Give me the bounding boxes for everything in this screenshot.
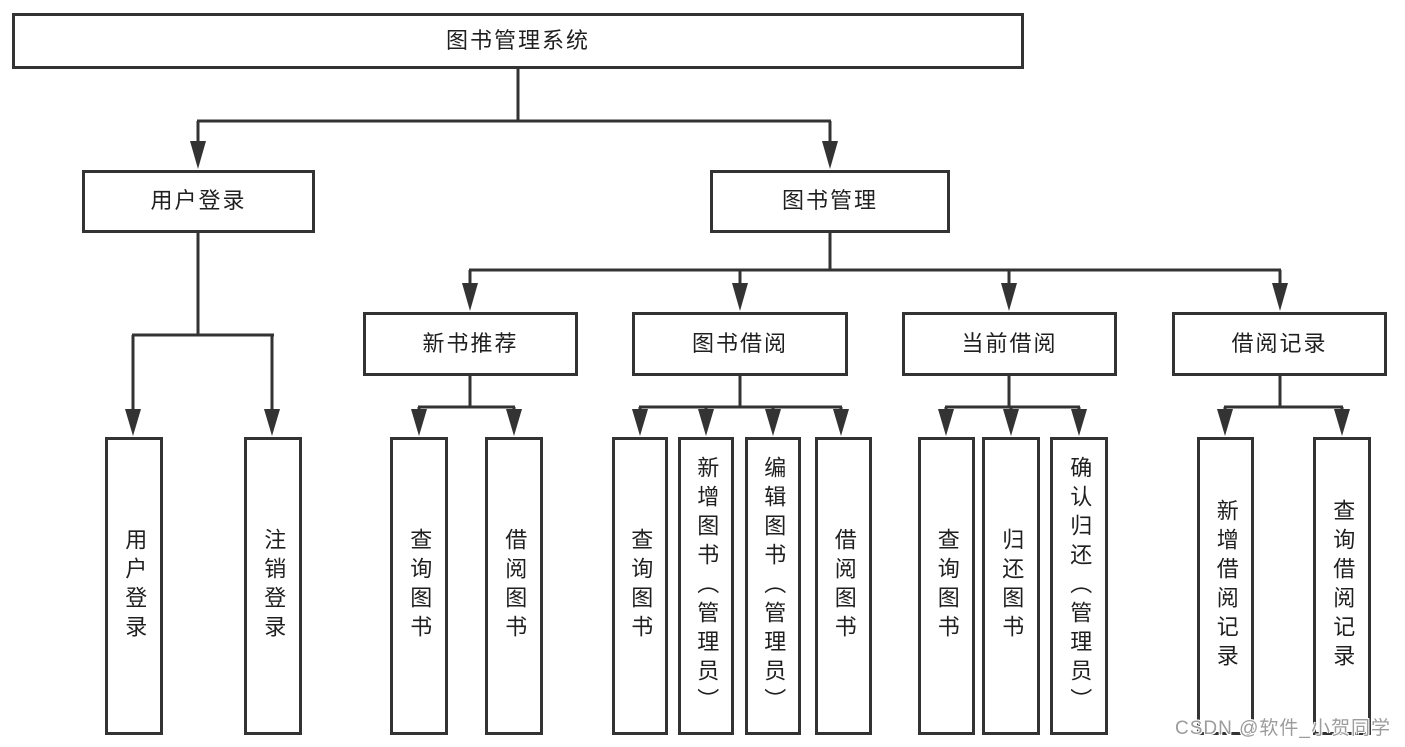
node-leaf-add-borrow-record: 新增借阅记录	[1197, 437, 1254, 735]
arrowhead	[411, 409, 427, 436]
node-leaf-borrow-books-borrowing: 借阅图书	[815, 437, 872, 735]
node-leaf-logout: 注销登录	[244, 437, 302, 735]
arrowhead	[1217, 409, 1233, 436]
arrowhead	[190, 141, 206, 169]
arrowhead	[765, 409, 781, 436]
arrowhead	[1334, 409, 1350, 436]
arrowhead	[632, 409, 648, 436]
node-root: 图书管理系统	[12, 13, 1024, 69]
arrowhead	[1001, 283, 1017, 311]
arrowhead	[822, 141, 838, 169]
arrowhead	[125, 409, 141, 436]
node-book-management: 图书管理	[710, 170, 950, 233]
arrowhead	[1071, 409, 1087, 436]
node-book-borrowing: 图书借阅	[632, 312, 848, 376]
arrowhead	[506, 409, 522, 436]
arrowhead	[732, 283, 748, 311]
arrowhead	[833, 409, 849, 436]
arrowhead	[1272, 283, 1288, 311]
node-leaf-add-books-admin: 新增图书（管理员）	[678, 437, 734, 735]
node-user-login-branch: 用户登录	[82, 170, 315, 233]
arrowhead	[462, 283, 478, 311]
node-leaf-confirm-return-admin: 确认归还（管理员）	[1050, 437, 1108, 735]
node-leaf-query-borrow-record: 查询借阅记录	[1313, 437, 1371, 735]
watermark: CSDN @软件_小贺同学	[1175, 718, 1391, 739]
node-current-borrowing: 当前借阅	[902, 312, 1117, 376]
arrowhead	[264, 409, 280, 436]
arrowhead	[1003, 409, 1019, 436]
node-leaf-query-books-current: 查询图书	[918, 437, 975, 735]
node-new-book-recommend: 新书推荐	[363, 312, 578, 376]
node-leaf-borrow-books-recommend: 借阅图书	[485, 437, 543, 735]
node-borrow-records: 借阅记录	[1172, 312, 1387, 376]
node-leaf-return-books: 归还图书	[982, 437, 1040, 735]
node-leaf-user-login: 用户登录	[105, 437, 163, 735]
node-leaf-query-books-borrowing: 查询图书	[612, 437, 668, 735]
arrowheads	[125, 141, 1350, 436]
arrowhead	[938, 409, 954, 436]
node-leaf-edit-books-admin: 编辑图书（管理员）	[745, 437, 801, 735]
arrowhead	[698, 409, 714, 436]
node-leaf-query-books-recommend: 查询图书	[390, 437, 448, 735]
